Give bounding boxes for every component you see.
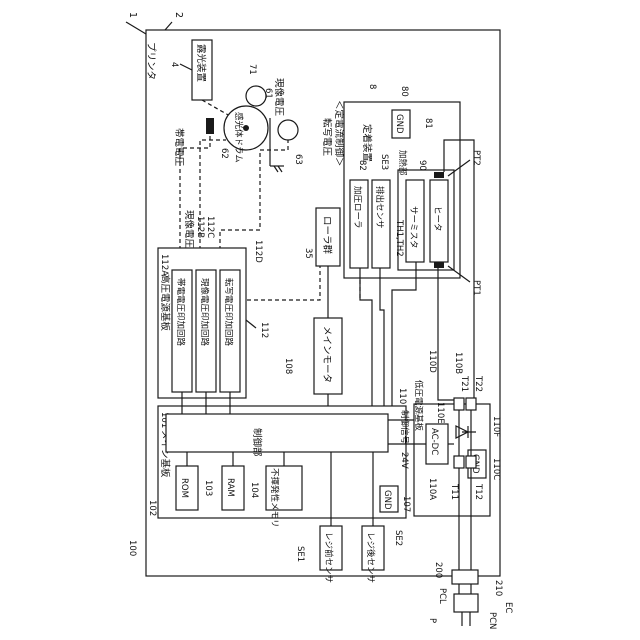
- transfer-voltage-label: 転写電圧: [321, 118, 332, 157]
- pt1-label: PT1: [471, 280, 481, 296]
- printer-label: プリンタ: [145, 42, 156, 80]
- control-unit: [166, 414, 388, 452]
- ref-110e: 110E: [435, 402, 445, 424]
- fixing-device-label: 定着装置: [361, 124, 373, 162]
- power-plug: [454, 594, 478, 612]
- transfer-roller-ref: 63: [293, 154, 303, 165]
- main-gnd-ref: 107: [401, 496, 411, 512]
- lv-ref-110d: 110D: [427, 350, 437, 373]
- se2-label: SE2: [393, 530, 403, 546]
- roller-group-ref: 35: [303, 248, 313, 259]
- nvm-ref: 104: [249, 482, 259, 498]
- exit-sensor-ref: SE3: [379, 154, 389, 170]
- press-roller-ref: 82: [357, 160, 367, 171]
- terminal-t22: [466, 398, 476, 410]
- ram-label: RAM: [225, 478, 235, 497]
- reg-after-sensor-label: レジ後センサ: [365, 532, 376, 583]
- hv-board-ref: 112A: [159, 254, 169, 276]
- main-ref-102: 102: [147, 500, 157, 516]
- ref-100: 100: [127, 540, 137, 556]
- main-motor-label: メインモータ: [321, 326, 332, 383]
- thermistor-th-ref: TH1,TH2: [394, 219, 404, 257]
- ref-112c: 112C: [205, 216, 215, 238]
- hv-charge-label: 帯電電圧印加回路: [175, 278, 186, 347]
- heating-unit-label: 加熱部: [397, 150, 408, 176]
- v24-label: 24V: [399, 452, 409, 469]
- fixing-gnd-label: GND: [394, 114, 404, 134]
- heater-label: ヒータ: [432, 206, 442, 232]
- press-roller-label: 加圧ローラ: [352, 186, 363, 229]
- hv-board-label: 高圧電源基板: [159, 274, 171, 332]
- lv-ref-110: 110: [397, 388, 407, 404]
- developing-roller-ref: 71: [247, 64, 257, 75]
- terminal-t12: [466, 456, 476, 468]
- connector-ec: [452, 570, 478, 584]
- ram-ref: 103: [203, 480, 213, 496]
- hv-transfer-label: 転写電圧印加回路: [223, 278, 234, 347]
- reg-before-sensor-label: レジ前センサ: [323, 532, 334, 583]
- fixing-device-ref: 8: [367, 84, 377, 89]
- transfer-voltage-ctrl: ＜定電流制御＞: [333, 100, 345, 167]
- connector-200: 200: [433, 562, 443, 578]
- se1-label: SE1: [295, 546, 305, 562]
- ec-label: EC: [503, 602, 513, 613]
- exit-sensor-label: 排出センサ: [374, 186, 385, 229]
- drum-label: 感光体ドラム: [233, 112, 244, 163]
- ref-110b: 110B: [453, 352, 463, 374]
- heater-terminal-pt2: [434, 172, 444, 178]
- exposure-device-label: 露光装置: [195, 44, 207, 82]
- lv-board-label: 低圧電源基板: [413, 380, 424, 432]
- t12-label: T12: [473, 483, 483, 500]
- pcl-label: PCL: [437, 588, 447, 604]
- rom-label: ROM: [179, 478, 189, 498]
- charger: [206, 118, 214, 134]
- heating-unit-ref: 81: [423, 118, 433, 129]
- ctrl-signal-label: 制御信号: [399, 410, 410, 444]
- terminal-t11: [454, 456, 464, 468]
- nvm-label: 不揮発性メモリ: [269, 468, 280, 528]
- terminal-t21: [454, 398, 464, 410]
- t11-label: T11: [449, 483, 459, 500]
- ref-110f: 110F: [491, 416, 501, 437]
- dev-voltage-mid: 現像電圧: [183, 210, 195, 249]
- control-unit-label: 制御部: [251, 428, 263, 457]
- t22-label: T22: [473, 375, 483, 392]
- ref-112: 112: [259, 322, 269, 338]
- ac-dc-label: AC-DC: [429, 428, 439, 455]
- charge-voltage-label: 帯電電圧: [173, 128, 185, 167]
- developing-roller: [246, 86, 266, 106]
- pt2-label: PT2: [471, 150, 481, 166]
- fixing-gnd-ref: 80: [399, 86, 409, 97]
- heater-terminal-pt1: [434, 262, 444, 268]
- ref-110c: 110C: [491, 458, 501, 480]
- charger-ref: 62: [219, 148, 229, 159]
- roller-group-label: ローラ群: [321, 216, 333, 255]
- dev-voltage-top: 現像電圧: [273, 78, 285, 117]
- plug-label: P: [427, 618, 437, 623]
- ref-110a: 110A: [427, 478, 437, 500]
- figure-number: 1: [127, 12, 138, 18]
- printer-ref: 2: [173, 12, 184, 18]
- thermistor-label: サーミスタ: [408, 206, 418, 249]
- ref-112d: 112D: [253, 240, 263, 263]
- main-gnd-label: GND: [382, 490, 392, 510]
- transfer-roller: [278, 120, 298, 140]
- t21-label: T21: [459, 375, 469, 392]
- hv-dev-label: 現像電圧印加回路: [199, 278, 210, 347]
- thermistor-ref: 90: [417, 160, 427, 171]
- main-motor-ref: 108: [283, 358, 293, 374]
- pcn-label: PCN: [487, 612, 497, 629]
- connector-210: 210: [493, 580, 503, 596]
- exposure-ref: 4: [169, 62, 179, 67]
